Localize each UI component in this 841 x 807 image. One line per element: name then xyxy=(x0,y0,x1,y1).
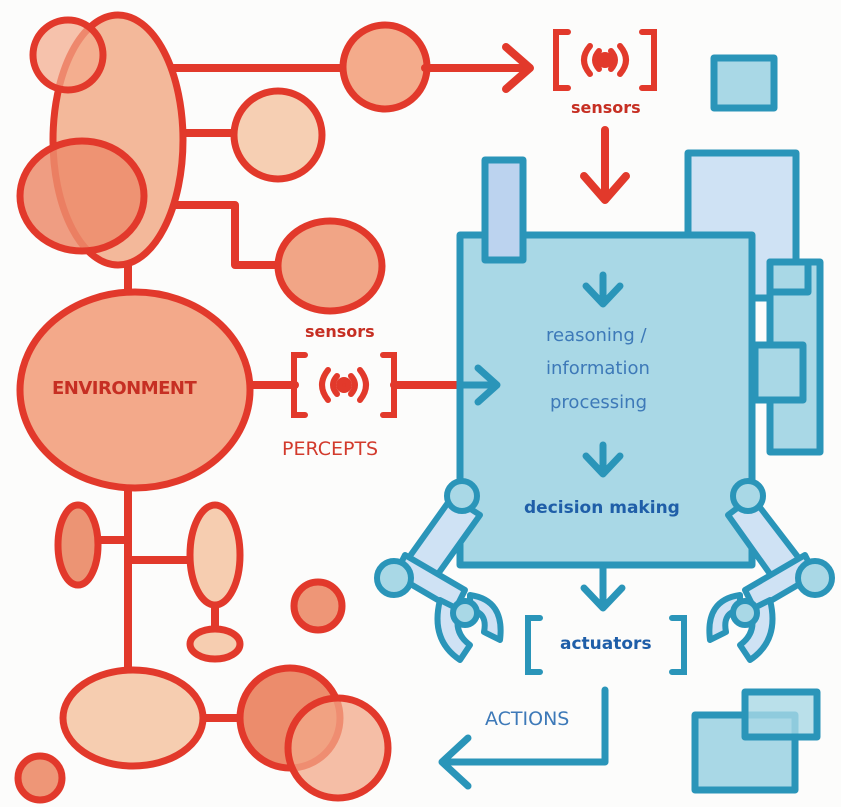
deco-rect-side-2 xyxy=(751,341,807,404)
processing-unit xyxy=(456,54,824,794)
node-small xyxy=(290,578,346,634)
robot-arm-icon xyxy=(374,478,504,663)
deco-small-rect xyxy=(481,156,527,264)
actuator-brackets xyxy=(525,615,687,675)
arrow-icon xyxy=(458,364,501,406)
reasoning-label-line1: reasoning / xyxy=(546,325,647,346)
connector-step xyxy=(146,201,284,269)
decision-making-label: decision making xyxy=(524,498,680,518)
arrow-icon xyxy=(438,686,609,790)
node-top-left xyxy=(29,16,107,94)
percepts-label: PERCEPTS xyxy=(282,438,379,460)
node-right-pill xyxy=(186,501,244,609)
signal-icon xyxy=(291,352,397,418)
sensors-left-label: sensors xyxy=(305,322,375,341)
arrow-icon xyxy=(421,43,534,93)
actions-label: ACTIONS xyxy=(485,708,570,730)
node-right xyxy=(274,217,386,315)
environment-nodes xyxy=(14,11,431,804)
arrow-icon xyxy=(580,126,630,204)
deco-bottom-2 xyxy=(741,688,821,741)
node-corner xyxy=(14,752,66,804)
actuators-label: actuators xyxy=(560,634,652,654)
arrow-icon xyxy=(580,561,626,612)
node-mid-left xyxy=(16,137,148,255)
robot-arm-icon xyxy=(706,478,835,663)
node-bottom-right xyxy=(284,694,392,802)
reasoning-label-line3: processing xyxy=(550,392,648,413)
node-top-right xyxy=(339,21,431,113)
environment-label: ENVIRONMENT xyxy=(52,378,197,399)
signal-icon xyxy=(553,29,657,91)
node-mid xyxy=(230,87,326,183)
node-left-pill xyxy=(54,501,102,589)
arrow-icon xyxy=(582,271,624,478)
node-small-pill xyxy=(186,625,244,663)
reasoning-label-line2: information xyxy=(546,358,650,379)
environment-circle xyxy=(16,288,254,492)
node-bottom-left xyxy=(59,666,207,770)
sensors-top-label: sensors xyxy=(571,98,641,117)
deco-rect-side-3 xyxy=(766,258,812,296)
deco-square-top-right xyxy=(710,54,778,112)
